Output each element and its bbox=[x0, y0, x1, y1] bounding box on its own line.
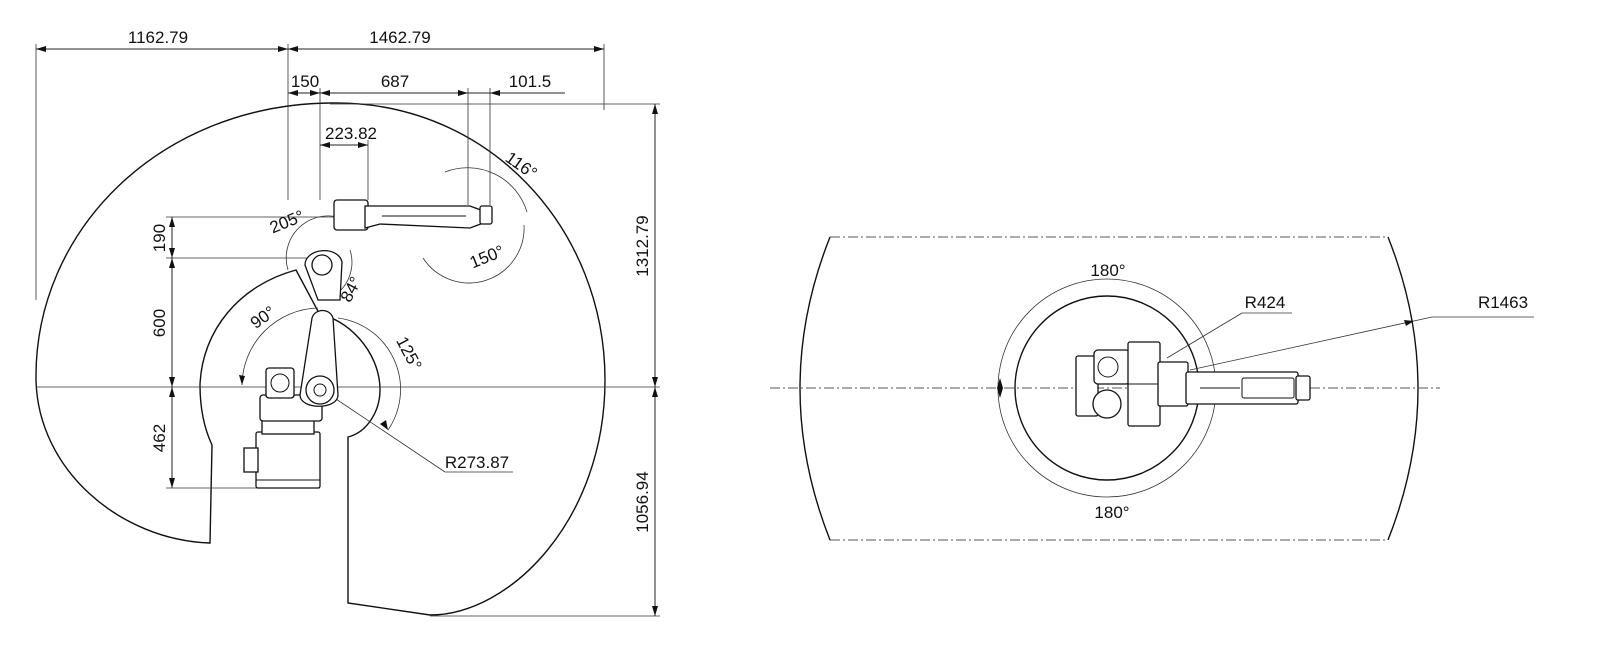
label-r424: R424 bbox=[1245, 293, 1286, 312]
top-dimensions bbox=[35, 44, 605, 300]
angle-150: 150° bbox=[467, 242, 507, 273]
left-dimensions bbox=[166, 216, 335, 489]
dim-offset-150: 150 bbox=[291, 72, 319, 91]
top-view: 180° 180° R424 R1463 bbox=[770, 236, 1534, 541]
dim-v-top: 1312.79 bbox=[633, 215, 652, 276]
dim-elbow-223: 223.82 bbox=[325, 124, 377, 143]
dim-reach-front: 1462.79 bbox=[369, 28, 430, 47]
envelope-left-arc bbox=[799, 236, 831, 541]
angle-bottom: 180° bbox=[1094, 503, 1129, 522]
work-envelope-outline bbox=[35, 102, 606, 616]
angle-90: 90° bbox=[247, 302, 279, 332]
dim-v-bottom: 1056.94 bbox=[633, 471, 652, 532]
dim-wrist-101: 101.5 bbox=[509, 72, 552, 91]
dim-radius: R273.87 bbox=[445, 453, 509, 472]
robot-side bbox=[243, 199, 493, 489]
leader-r1463 bbox=[1189, 316, 1433, 371]
radius-leader bbox=[329, 394, 513, 473]
right-dimensions bbox=[36, 103, 660, 617]
dim-v-462: 462 bbox=[150, 424, 169, 452]
leader-r424 bbox=[1166, 312, 1243, 359]
robot-top bbox=[1075, 341, 1311, 427]
dim-v-190: 190 bbox=[150, 224, 169, 252]
side-view: 1162.79 1462.79 150 687 101.5 223.82 190… bbox=[35, 28, 660, 617]
angle-205: 205° bbox=[267, 207, 307, 238]
label-r1463: R1463 bbox=[1478, 293, 1528, 312]
dim-arm-687: 687 bbox=[381, 72, 409, 91]
angle-top: 180° bbox=[1090, 261, 1125, 280]
dim-reach-back: 1162.79 bbox=[128, 28, 188, 47]
dim-v-600: 600 bbox=[150, 309, 169, 337]
